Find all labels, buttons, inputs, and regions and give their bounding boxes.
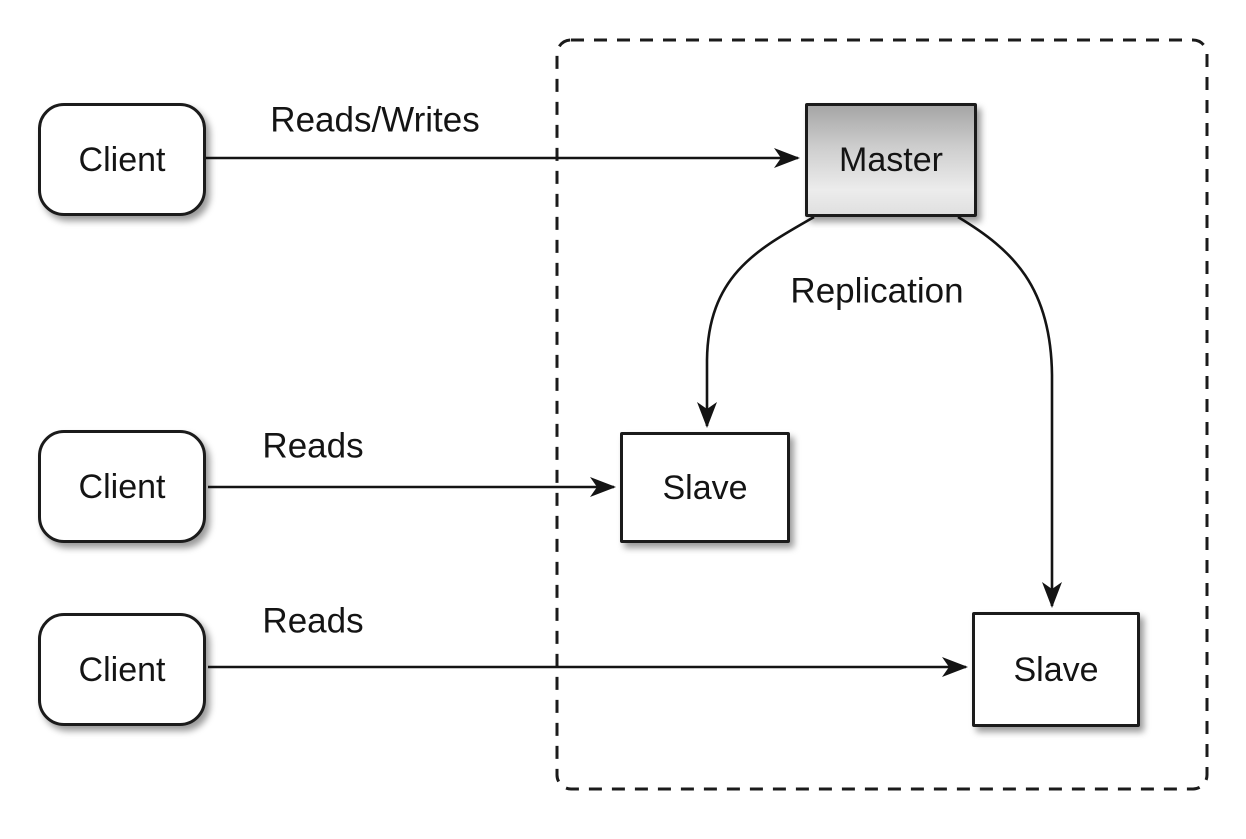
- node-client-2-label: Client: [78, 467, 166, 506]
- edge-label-reads-bottom: Reads: [262, 601, 364, 641]
- node-client-2: Client: [38, 430, 206, 543]
- node-client-1: Client: [38, 103, 206, 216]
- node-slave-bottom: Slave: [972, 612, 1140, 727]
- node-slave-middle: Slave: [620, 432, 790, 543]
- edge-replication-right: [957, 215, 1062, 608]
- node-client-3-label: Client: [78, 650, 166, 689]
- node-master: Master: [805, 103, 977, 217]
- node-slave-middle-label: Slave: [662, 468, 748, 507]
- node-client-1-label: Client: [78, 140, 166, 179]
- node-master-label: Master: [839, 141, 943, 179]
- node-slave-bottom-label: Slave: [1013, 650, 1099, 689]
- edge-label-reads-mid: Reads: [262, 426, 364, 466]
- edge-label-reads-writes: Reads/Writes: [270, 100, 480, 140]
- node-client-3: Client: [38, 613, 206, 726]
- edge-replication-left: [697, 215, 815, 428]
- replication-group-boundary: [555, 38, 1209, 791]
- edge-label-replication: Replication: [790, 271, 964, 311]
